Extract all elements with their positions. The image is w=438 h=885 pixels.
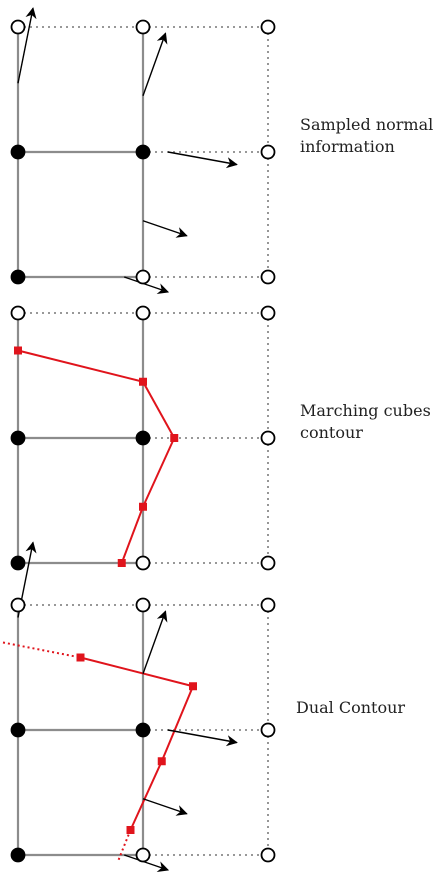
normal-arrow: [124, 276, 170, 295]
panel-3: Dual Contour: [2, 541, 405, 873]
node-inside: [10, 847, 26, 863]
normal-arrow: [167, 729, 238, 747]
normal-arrow: [142, 32, 168, 96]
contour-segment: [117, 829, 132, 862]
node-outside: [260, 430, 276, 446]
node-inside: [135, 722, 151, 738]
panel-label-line: Dual Contour: [296, 698, 405, 717]
node-outside: [135, 555, 151, 571]
node-outside: [260, 144, 276, 160]
node-inside: [10, 555, 26, 571]
node-outside: [260, 597, 276, 613]
node-outside: [260, 19, 276, 35]
contour-segment: [2, 641, 81, 659]
contour-segment: [80, 656, 194, 688]
node-outside: [10, 305, 26, 321]
normal-arrow: [17, 7, 37, 84]
contour-vertex: [117, 559, 126, 567]
normal-arrow: [142, 798, 188, 816]
normal-arrow: [142, 610, 168, 674]
contour-segment: [160, 685, 194, 762]
panel-label-line: contour: [300, 423, 363, 442]
panel-label: Marching cubes contour: [300, 401, 431, 442]
contour-segment: [17, 349, 144, 383]
node-outside: [10, 597, 26, 613]
node-inside: [10, 269, 26, 285]
contour-vertex: [139, 502, 147, 511]
panel-label-line: Sampled normal: [300, 115, 433, 134]
node-outside: [135, 269, 151, 285]
node-inside: [10, 430, 26, 446]
contour-vertex: [76, 653, 85, 662]
panel-label: Sampled normal information: [300, 115, 433, 156]
node-outside: [260, 722, 276, 738]
node-outside: [135, 597, 151, 613]
contour-vertex: [157, 757, 166, 766]
normal-arrow: [142, 220, 188, 238]
normal-arrow: [124, 854, 170, 873]
node-outside: [10, 19, 26, 35]
node-outside: [135, 305, 151, 321]
contour-segment: [142, 437, 176, 508]
node-inside: [10, 722, 26, 738]
node-outside: [135, 19, 151, 35]
contour-vertex: [14, 346, 22, 355]
contour-segment: [142, 381, 176, 439]
contour-vertex: [189, 682, 197, 691]
node-inside: [10, 144, 26, 160]
contour-vertex: [139, 377, 147, 386]
node-inside: [135, 144, 151, 160]
contour-vertex: [170, 434, 179, 442]
normal-arrow: [167, 151, 238, 169]
contour-segment: [120, 506, 144, 564]
panel-1: Sampled normal information: [10, 7, 433, 295]
node-outside: [260, 269, 276, 285]
panel-label: Dual Contour: [296, 698, 405, 717]
panel-label-line: information: [300, 137, 395, 156]
panel-2: Marching cubes contour: [10, 305, 431, 571]
node-outside: [260, 555, 276, 571]
node-outside: [135, 847, 151, 863]
node-outside: [260, 305, 276, 321]
node-outside: [260, 847, 276, 863]
panel-label-line: Marching cubes: [300, 401, 431, 420]
node-inside: [135, 430, 151, 446]
contour-vertex: [126, 826, 135, 834]
contour-segment: [129, 760, 163, 831]
